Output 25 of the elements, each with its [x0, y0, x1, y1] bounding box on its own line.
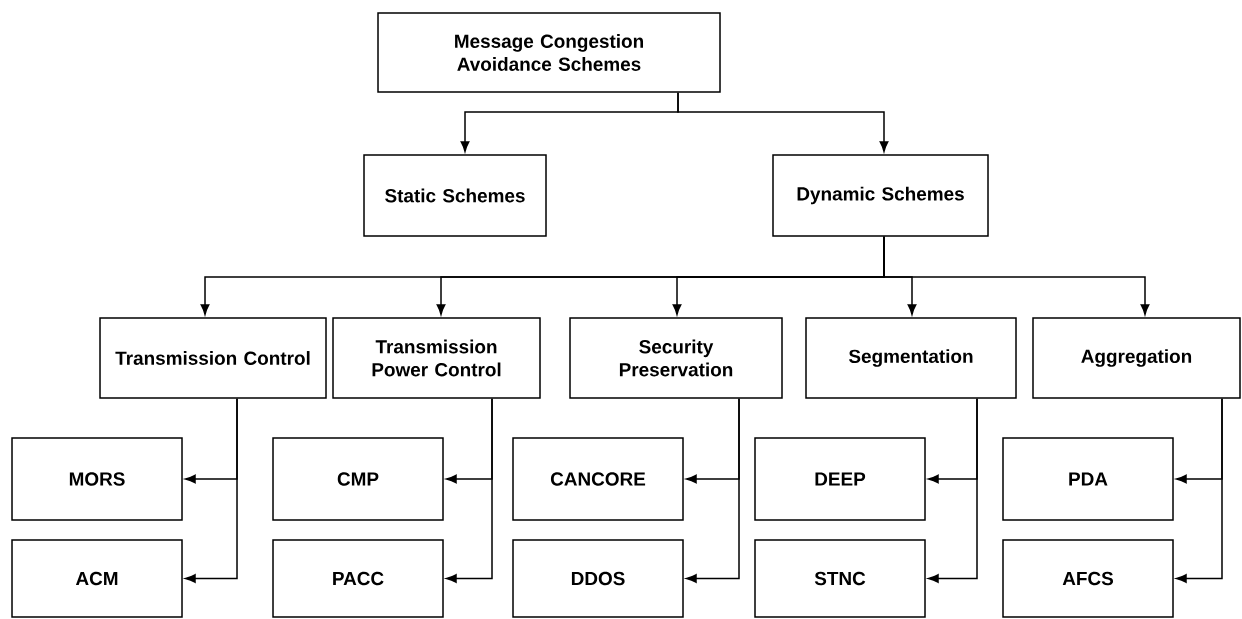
leaf-box: CANCORE — [512, 437, 684, 521]
leaf-box: CMP — [272, 437, 444, 521]
leaf-box: DEEP — [754, 437, 926, 521]
arrow — [677, 92, 889, 152]
category-box: Aggregation — [1032, 317, 1241, 399]
category-box: Security Preservation — [569, 317, 783, 399]
arrow — [686, 398, 740, 583]
leaf-box: MORS — [11, 437, 183, 521]
leaf-box: PACC — [272, 539, 444, 618]
category-box: Static Schemes — [363, 154, 547, 237]
leaf-box: DDOS — [512, 539, 684, 618]
category-box: Message Congestion Avoidance Schemes — [377, 12, 721, 93]
arrow — [185, 398, 238, 583]
leaf-box: ACM — [11, 539, 183, 618]
arrow — [446, 398, 493, 583]
leaf-box: STNC — [754, 539, 926, 618]
leaf-box: AFCS — [1002, 539, 1174, 618]
category-box: Segmentation — [805, 317, 1017, 399]
arrow — [1176, 398, 1223, 583]
arrow — [883, 236, 1150, 315]
leaf-box: PDA — [1002, 437, 1174, 521]
category-box: Transmission Power Control — [332, 317, 541, 399]
arrow — [928, 398, 978, 583]
category-box: Dynamic Schemes — [772, 154, 989, 237]
category-box: Transmission Control — [99, 317, 327, 399]
